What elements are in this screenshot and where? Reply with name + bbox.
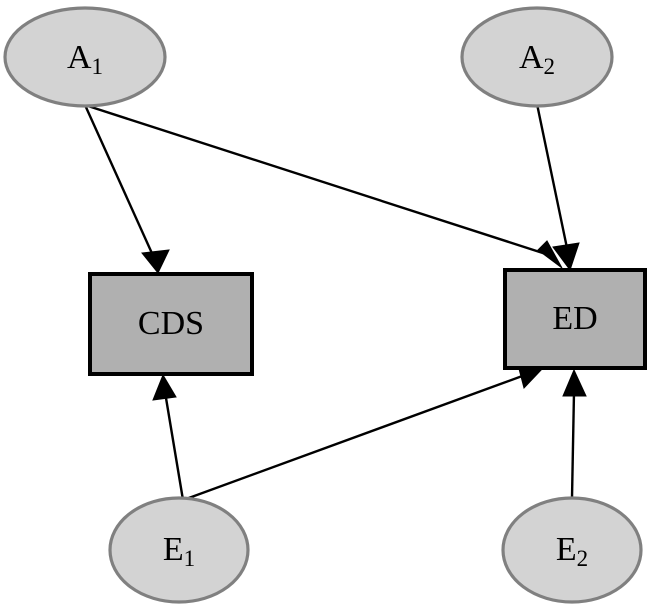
- edge-a1-to-ed-line: [87, 104, 550, 257]
- edge-e2-to-ed-line: [570, 391, 576, 499]
- node-a2-base: A: [519, 39, 544, 76]
- edge-a2-to-ed: [535, 103, 580, 272]
- node-e2-label: E2: [556, 531, 588, 571]
- node-cds-label: CDS: [138, 305, 204, 342]
- node-e1[interactable]: E1: [108, 496, 250, 604]
- node-a2-subscript: 2: [544, 54, 556, 79]
- edge-e1-to-cds-line: [163, 391, 185, 501]
- node-a1-label: A1: [67, 39, 103, 79]
- edge-a1-to-ed-arrowhead: [537, 240, 563, 269]
- edge-a2-to-ed-arrowhead: [552, 242, 580, 272]
- node-a2-label: A2: [519, 39, 555, 79]
- node-cds[interactable]: CDS: [88, 272, 254, 376]
- edge-e1-to-ed: [185, 364, 545, 501]
- node-ed[interactable]: ED: [503, 268, 647, 370]
- node-cds-shape[interactable]: [88, 272, 254, 376]
- node-e1-label: E1: [163, 531, 195, 571]
- edge-e2-to-ed: [562, 368, 587, 499]
- node-e2-subscript: 2: [577, 546, 589, 571]
- node-e1-base: E: [163, 531, 184, 568]
- node-e2-base: E: [556, 531, 577, 568]
- edge-e1-to-cds: [152, 373, 185, 501]
- edge-a1-to-ed: [87, 104, 563, 269]
- node-a1-shape[interactable]: [3, 6, 167, 108]
- edge-a1-to-cds: [83, 104, 170, 274]
- node-a1-subscript: 1: [92, 54, 104, 79]
- edge-a1-to-cds-line: [83, 104, 157, 261]
- node-e2[interactable]: E2: [501, 496, 643, 604]
- node-e1-subscript: 1: [184, 546, 196, 571]
- node-a1-base: A: [67, 39, 92, 76]
- node-a1[interactable]: A1: [3, 6, 167, 108]
- edge-e1-to-ed-line: [185, 373, 526, 501]
- node-e2-shape[interactable]: [501, 496, 643, 604]
- edge-a1-to-cds-arrowhead: [141, 249, 170, 274]
- node-ed-label: ED: [552, 300, 597, 337]
- node-e1-shape[interactable]: [108, 496, 250, 604]
- node-a2[interactable]: A2: [460, 6, 614, 108]
- edge-a2-to-ed-line: [535, 103, 569, 249]
- edge-e1-to-cds-arrowhead: [152, 373, 177, 401]
- edge-e2-to-ed-arrowhead: [562, 368, 587, 397]
- node-a2-shape[interactable]: [460, 6, 614, 108]
- node-ed-shape[interactable]: [503, 268, 647, 370]
